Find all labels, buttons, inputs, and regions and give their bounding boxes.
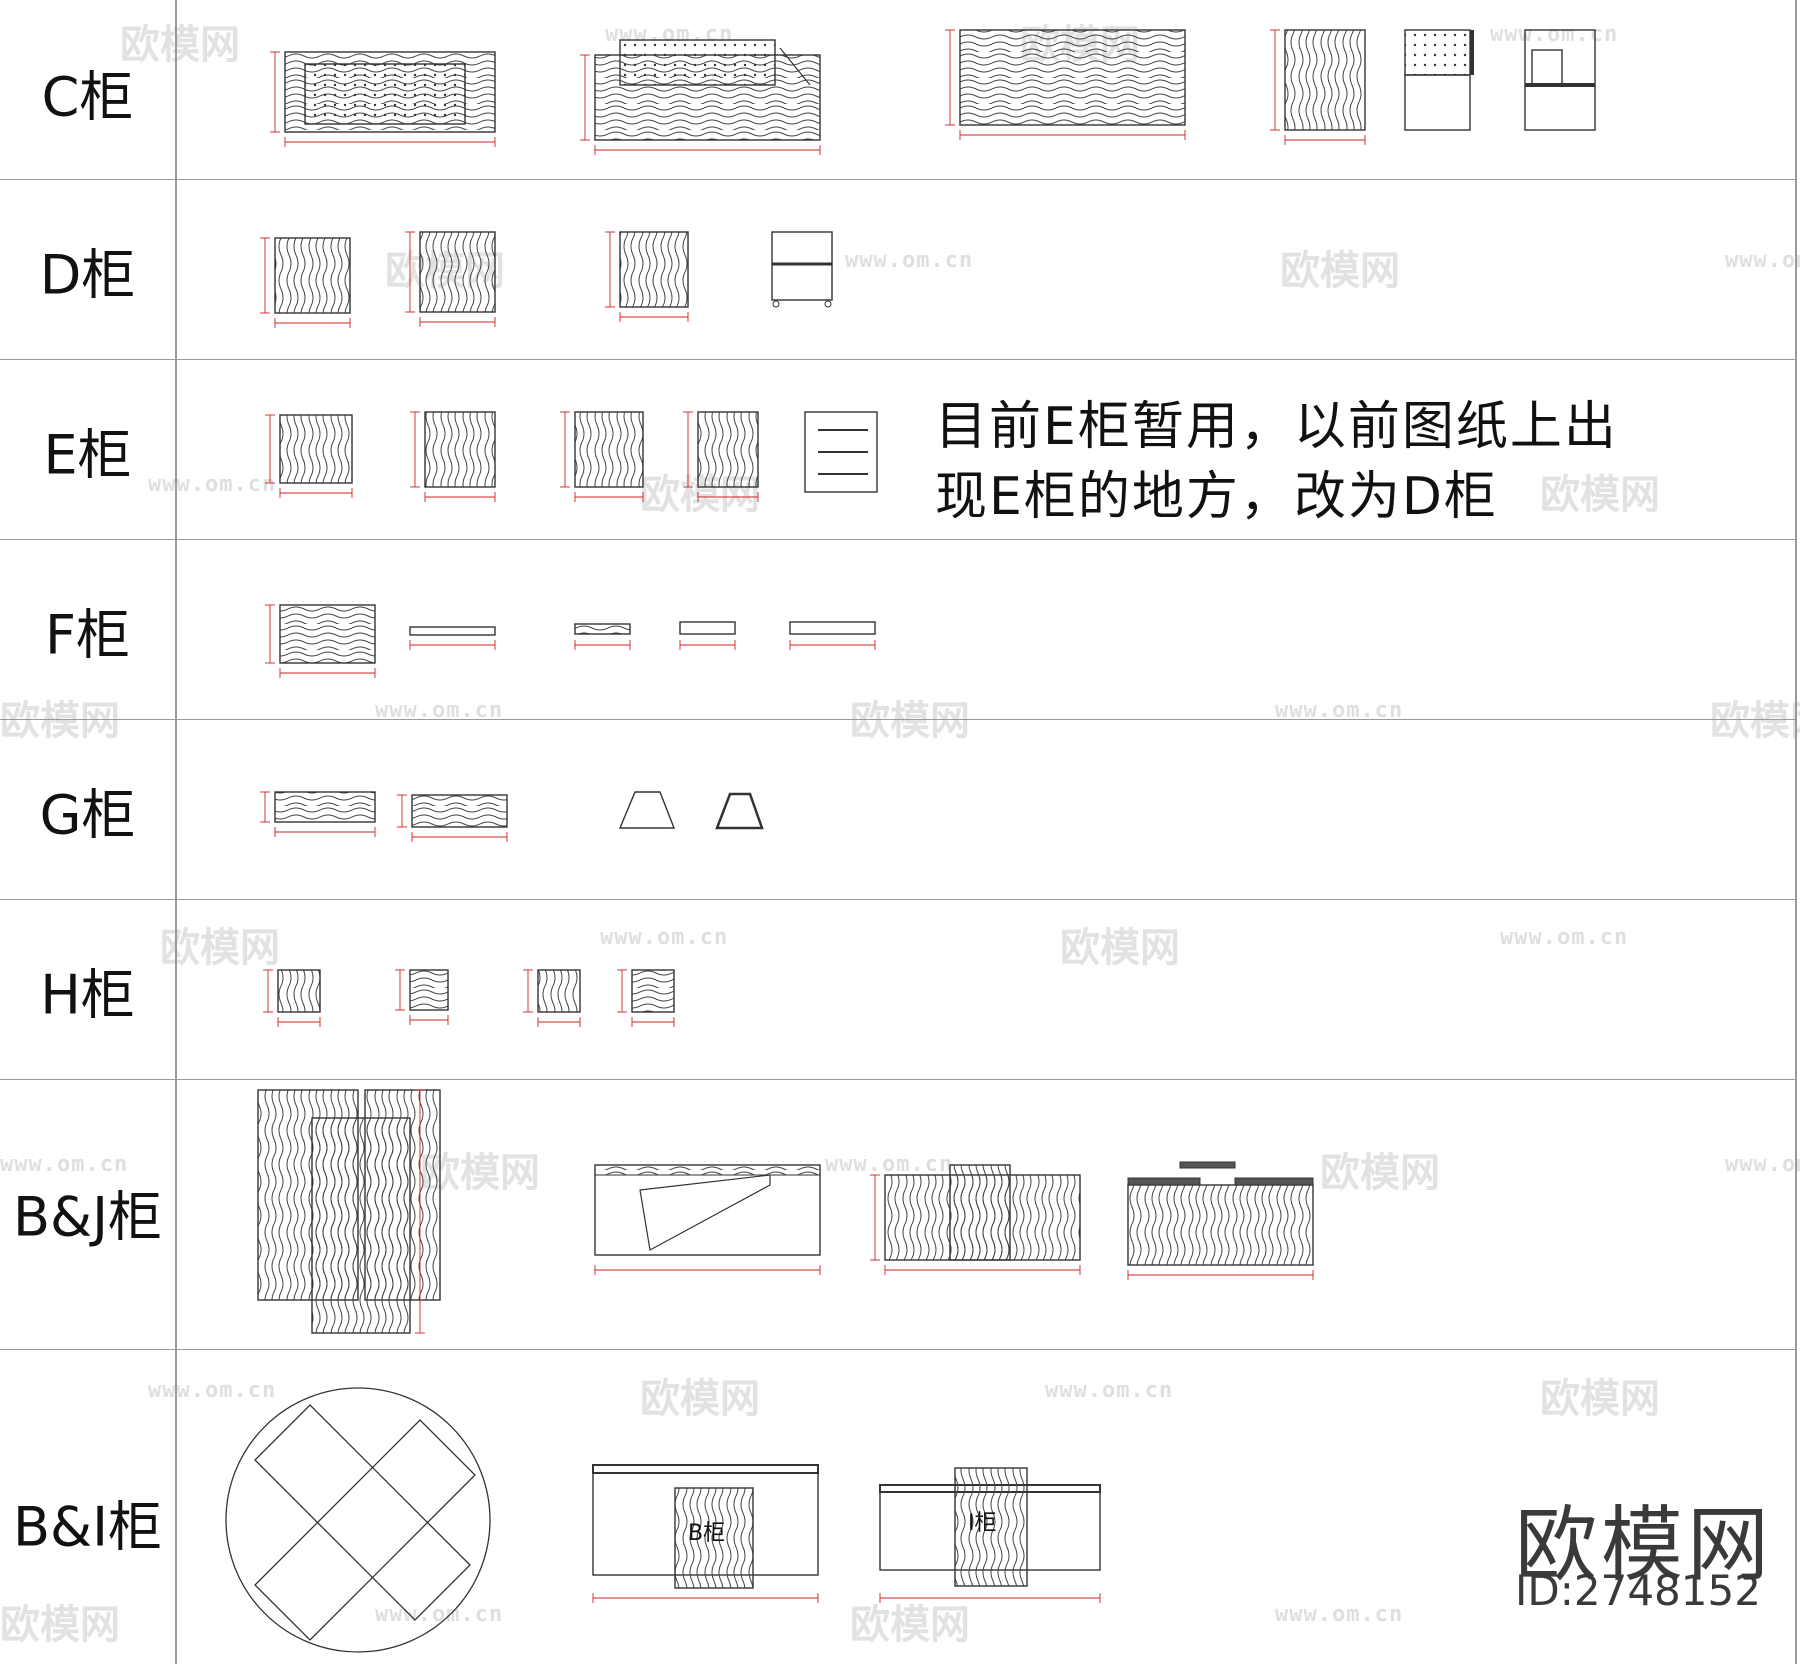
- note-line-1: 目前E柜暂用，以前图纸上出: [935, 397, 1618, 457]
- watermark-url: www.om.cn: [1275, 698, 1404, 723]
- row-label-bj: B&J柜: [12, 1185, 163, 1249]
- bi-plan-board: [254, 1404, 471, 1621]
- watermark-url: www.om.cn: [1490, 22, 1619, 47]
- bi-b-cabinet: [674, 1487, 754, 1589]
- b-cabinet-inline-label: B柜: [688, 1521, 726, 1546]
- g-cabinet-section: [715, 792, 764, 830]
- watermark-url: www.om.cn: [148, 1378, 277, 1403]
- bj-desk-panel: [639, 1174, 771, 1251]
- c-cabinet-end-view: [1284, 29, 1366, 131]
- row-label-f: F柜: [44, 603, 131, 667]
- bi-plan-board: [254, 1419, 476, 1641]
- bi-desk-top: [592, 1464, 819, 1474]
- d-cabinet-side: [619, 231, 689, 308]
- watermark-url: www.om.cn: [375, 698, 504, 723]
- f-cabinet-top: [279, 604, 376, 664]
- brand-id: ID:2748152: [1515, 1566, 1761, 1615]
- bi-round-table-plan: [225, 1387, 491, 1653]
- c-cushion-top: [304, 63, 466, 125]
- g-cabinet-top: [274, 791, 376, 823]
- bj-cabinet-raised: [949, 1164, 1011, 1261]
- e-cabinet-side: [574, 411, 644, 488]
- row-f: [0, 540, 1797, 720]
- e-cabinet-note: 目前E柜暂用，以前图纸上出 现E柜的地方，改为D柜: [935, 392, 1618, 532]
- c-seat-frame: [1404, 74, 1471, 131]
- h-cabinet-side: [537, 969, 581, 1013]
- row-label-c: C柜: [41, 65, 134, 129]
- f-cabinet-front: [409, 626, 496, 636]
- watermark-url: www.om.cn: [1045, 1378, 1174, 1403]
- note-line-2: 现E柜的地方，改为D柜: [935, 467, 1498, 527]
- f-cabinet-section: [789, 621, 876, 635]
- bj-desk-top: [594, 1164, 821, 1176]
- c-backrest-line: [779, 47, 811, 86]
- watermark-url: www.om.cn: [845, 248, 974, 273]
- d-caster: [772, 300, 780, 308]
- h-cabinet-top: [277, 969, 321, 1013]
- g-cabinet-profile: [618, 791, 676, 829]
- right-border: [1795, 0, 1797, 1664]
- e-cabinet-top: [279, 414, 353, 484]
- watermark-url: www.om.cn: [600, 925, 729, 950]
- watermark-url: www.om.cn: [1500, 925, 1629, 950]
- watermark-url: www.om.cn: [1725, 248, 1800, 273]
- f-cabinet-end: [679, 621, 736, 635]
- bj-top-strip: [1234, 1177, 1314, 1186]
- brand-name: 欧模网: [1515, 1498, 1774, 1593]
- bj-cabinet-side: [1127, 1184, 1314, 1266]
- row-bj: [0, 1080, 1797, 1350]
- bj-desk-frame: [594, 1164, 821, 1256]
- row-label-g: G柜: [39, 783, 136, 847]
- bj-plan-right: [364, 1089, 441, 1301]
- d-cabinet-top: [274, 237, 351, 314]
- row-g: [0, 720, 1797, 900]
- row-e: [0, 360, 1797, 540]
- watermark-url: www.om.cn: [1725, 1152, 1800, 1177]
- row-label-h: H柜: [40, 963, 135, 1027]
- e-cabinet-front: [424, 411, 496, 488]
- watermark-url: www.om.cn: [825, 1152, 954, 1177]
- watermark-url: www.om.cn: [0, 1152, 129, 1177]
- c-cushion-front: [619, 39, 776, 86]
- bi-i-cabinet: [954, 1467, 1028, 1587]
- row-h: [0, 900, 1797, 1080]
- watermark-url: www.om.cn: [1275, 1602, 1404, 1627]
- g-cabinet-front: [411, 794, 508, 828]
- row-label-e: E柜: [43, 423, 132, 487]
- i-cabinet-inline-label: I柜: [968, 1511, 997, 1536]
- d-cabinet-front: [419, 231, 496, 313]
- c-seat-cushion: [1404, 29, 1471, 76]
- e-cabinet-back: [697, 411, 759, 488]
- c-section-inner: [1531, 49, 1563, 86]
- row-label-d: D柜: [39, 243, 136, 307]
- d-cabinet-section: [771, 231, 833, 301]
- row-c: [0, 0, 1797, 180]
- bj-top-strip: [1127, 1177, 1201, 1186]
- row-label-bi: B&I柜: [12, 1495, 163, 1559]
- h-cabinet-front: [409, 969, 449, 1011]
- d-caster: [824, 300, 832, 308]
- e-cabinet-section: [804, 411, 878, 493]
- watermark-url: www.om.cn: [375, 1602, 504, 1627]
- bj-top-strip: [1179, 1161, 1236, 1169]
- c-cabinet-section: [1524, 29, 1596, 131]
- f-cabinet-side: [574, 623, 631, 635]
- row-d: [0, 180, 1797, 360]
- c-cabinet-side-view: [959, 29, 1186, 126]
- label-column-divider: [175, 0, 177, 1664]
- watermark-url: www.om.cn: [148, 472, 277, 497]
- h-cabinet-section: [631, 969, 675, 1013]
